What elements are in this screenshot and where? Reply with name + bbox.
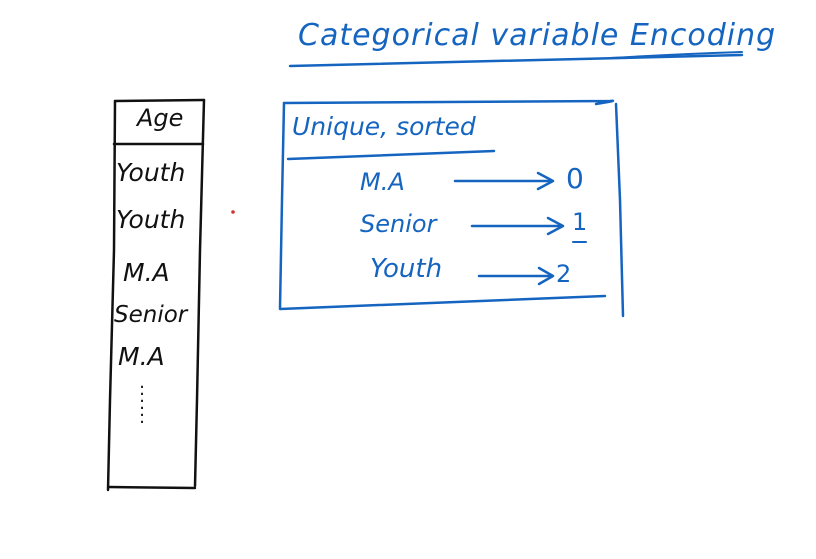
- column-left-border: [106, 99, 117, 492]
- table-cell: Youth: [116, 205, 186, 234]
- table-cell: Senior: [114, 302, 188, 328]
- column-header-age: Age: [137, 104, 184, 132]
- table-cell: M.A: [123, 258, 170, 287]
- mapping-code: 1: [572, 208, 588, 236]
- column-top-border: [113, 98, 206, 103]
- mapping-code: 0: [566, 162, 584, 195]
- mapping-category: Senior: [360, 210, 437, 238]
- mapping-category: Youth: [370, 254, 443, 284]
- encoding-box-title: Unique, sorted: [292, 112, 476, 141]
- box-title-underline: [286, 149, 496, 161]
- table-cell: Youth: [116, 158, 186, 187]
- page-title: Categorical variable Encoding: [298, 18, 777, 53]
- column-right-border: [193, 98, 206, 488]
- arrow-youth: [477, 266, 555, 286]
- title-underline: [288, 53, 744, 68]
- arrow-senior: [470, 216, 565, 236]
- title-underline-2: [609, 51, 743, 59]
- column-bottom-border: [107, 485, 197, 490]
- box-top-border: [282, 99, 615, 106]
- box-right-border: [614, 102, 625, 318]
- box-left-border: [278, 101, 286, 310]
- box-bottom-border: [278, 294, 607, 311]
- arrow-ma: [453, 171, 555, 191]
- red-dot: [231, 210, 235, 214]
- table-ellipsis: : : :: [138, 379, 146, 428]
- mapping-category: M.A: [360, 168, 405, 196]
- table-cell: M.A: [118, 342, 165, 371]
- mapping-code: 2: [556, 260, 572, 288]
